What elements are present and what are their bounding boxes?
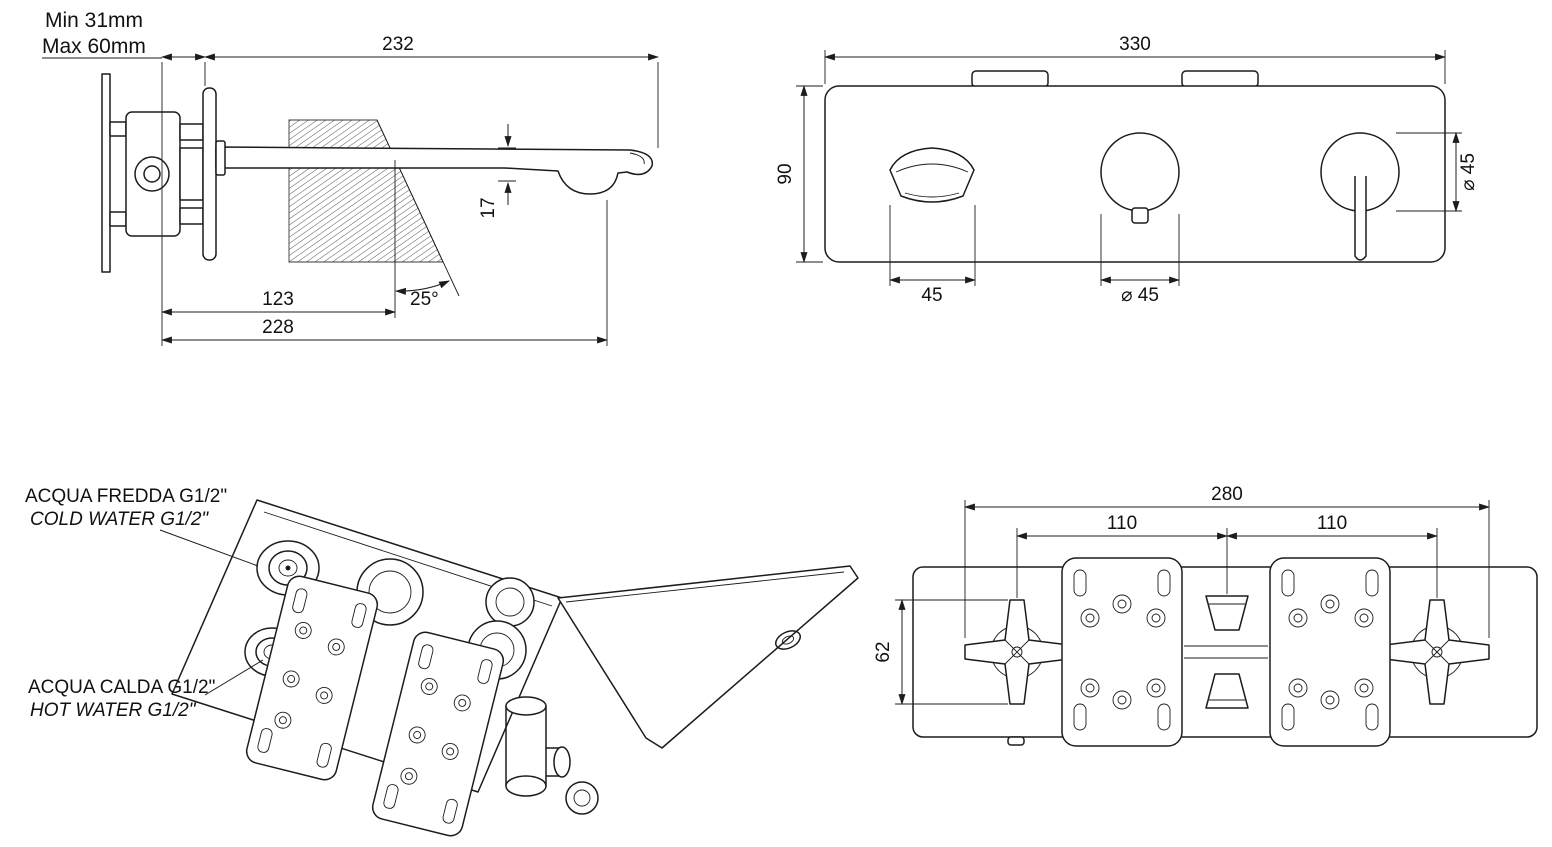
spout-front-detail-1 xyxy=(895,163,969,173)
dim-pitch-left: 110 xyxy=(1107,513,1137,534)
iso-tee-fitting xyxy=(505,696,571,797)
rear-bracket-1 xyxy=(1061,557,1183,747)
hot-water-label-en: HOT WATER G1/2" xyxy=(30,700,197,721)
dim-spout-tip-height: 17 xyxy=(478,197,499,218)
dim-123: 123 xyxy=(262,289,294,310)
dim-plate-width: 330 xyxy=(1119,34,1151,55)
cold-water-label-it: ACQUA FREDDA G1/2" xyxy=(25,486,227,507)
hot-water-label-it: ACQUA CALDA G1/2" xyxy=(28,677,215,698)
spout-front xyxy=(889,147,975,203)
escutcheon-plate xyxy=(202,87,217,261)
stem-top xyxy=(179,123,204,141)
rear-plate-tab xyxy=(1007,736,1025,746)
dim-overall-width: 280 xyxy=(1211,484,1243,505)
dim-min-wall: Min 31mm xyxy=(45,9,143,32)
iso-spout-blade xyxy=(557,565,859,749)
tilt-section-hatch xyxy=(288,119,444,263)
mount-tab-right xyxy=(1181,70,1259,88)
stem-bottom xyxy=(179,207,204,225)
iso-valve-body-2 xyxy=(485,577,535,627)
iso-aerator xyxy=(774,630,802,650)
dim-spout-length: 232 xyxy=(382,34,414,55)
dim-inlet-spacing: 62 xyxy=(873,641,894,662)
inlet-port-outer xyxy=(134,156,170,192)
wall-plate xyxy=(101,73,111,273)
rear-center-connection xyxy=(1205,595,1249,709)
wall-connector-bottom xyxy=(109,211,127,227)
dim-pitch-right: 110 xyxy=(1317,513,1347,534)
dim-plate-height: 90 xyxy=(775,163,796,184)
temperature-dial xyxy=(1100,132,1180,212)
front-view: 330 90 45 ⌀ 45 ⌀ 45 xyxy=(775,34,1479,306)
dial-tab xyxy=(1131,207,1149,224)
spout-front-detail-2 xyxy=(904,192,960,198)
cartridge xyxy=(179,147,204,201)
iso-elbow-fitting xyxy=(565,781,599,815)
dim-dial-diameter: ⌀ 45 xyxy=(1121,285,1159,306)
inlet-port-inner xyxy=(143,165,161,183)
rear-cross-valve-left xyxy=(964,599,1070,705)
dim-spout-width: 45 xyxy=(921,285,942,306)
cold-leader-line xyxy=(159,529,259,567)
concealed-body xyxy=(125,111,181,237)
dim-max-wall: Max 60mm xyxy=(42,35,146,58)
handle-lever xyxy=(1354,176,1367,261)
iso-valve-body-2-ring xyxy=(495,587,525,617)
cold-water-label-en: COLD WATER G1/2" xyxy=(30,509,209,530)
wall-connector-top xyxy=(109,121,127,137)
dim-handle-diameter: ⌀ 45 xyxy=(1458,153,1479,191)
iso-bracket-1 xyxy=(245,575,379,781)
iso-bracket-2 xyxy=(371,631,505,837)
iso-valve-body-1-ring xyxy=(368,570,412,614)
isometric-view: ACQUA FREDDA G1/2" COLD WATER G1/2" ACQU… xyxy=(25,486,859,837)
spout-profile xyxy=(215,146,654,195)
dim-tilt-angle: 25° xyxy=(410,289,439,310)
iso-blade-edge xyxy=(565,571,845,603)
dim-228: 228 xyxy=(262,317,294,338)
rear-bracket-2 xyxy=(1269,557,1391,747)
rear-view: 280 110 110 62 xyxy=(873,484,1538,747)
mount-tab-left xyxy=(971,70,1049,88)
spout-root xyxy=(215,140,226,176)
hot-leader-line xyxy=(204,659,264,696)
spout-tip-detail xyxy=(629,152,645,165)
angle-arc xyxy=(394,280,451,295)
side-view: Min 31mm Max 60mm 232 17 123 25° 228 xyxy=(42,9,660,346)
